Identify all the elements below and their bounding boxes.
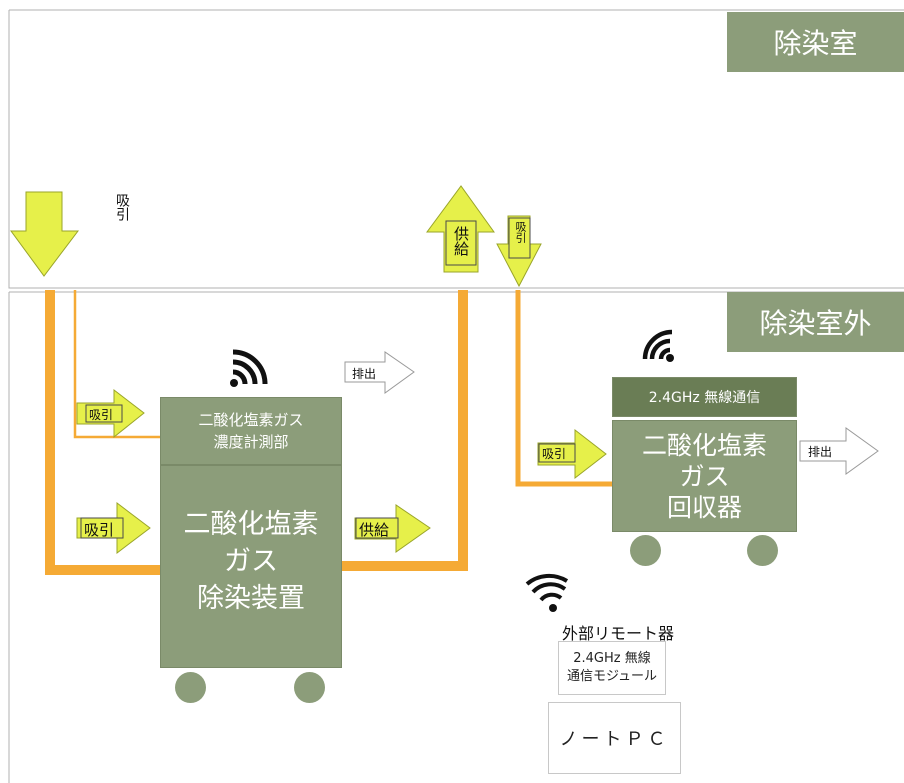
laptop-pc-label: ノートＰＣ — [559, 729, 670, 750]
suction-label: 吸引 — [514, 221, 527, 243]
decon-device-box: 二酸化塩素 ガス 除染装置 — [160, 465, 342, 668]
suction-label: 吸引 — [84, 521, 115, 539]
gas-meter-box: 二酸化塩素ガス 濃度計測部 — [160, 397, 342, 465]
wheel — [630, 535, 661, 566]
remote-title: 外部リモート器 — [562, 624, 675, 643]
gas-meter-line1: 二酸化塩素ガス — [198, 411, 304, 429]
remote-module-box: 2.4GHz 無線 通信モジュール — [558, 641, 666, 695]
suction-label: 吸引 — [542, 447, 567, 461]
wheel — [747, 535, 778, 566]
arrow-right-icon — [344, 351, 415, 394]
pipe-thin-left — [73, 290, 160, 439]
pipe-supply-right — [340, 290, 468, 571]
gas-meter-line2: 濃度計測部 — [213, 433, 289, 451]
suction-label: 吸引 — [114, 193, 130, 221]
wheel — [294, 672, 325, 703]
recovery-header: 2.4GHz 無線通信 — [612, 377, 797, 417]
room-label-inside: 除染室 — [727, 12, 904, 72]
supply-label: 供給 — [359, 521, 390, 539]
suction-label: 吸引 — [89, 408, 114, 422]
laptop-pc-box: ノートＰＣ — [548, 702, 681, 774]
recovery-line3: 回収器 — [666, 492, 742, 522]
inside-room-outline — [8, 9, 904, 289]
recovery-box: 二酸化塩素 ガス 回収器 — [612, 420, 797, 532]
flow-label-backgrounds — [80, 217, 576, 539]
exhaust-label: 排出 — [808, 445, 833, 459]
recovery-line1: 二酸化塩素 — [641, 430, 767, 460]
remote-module-line2: 通信モジュール — [566, 669, 658, 684]
recovery-line2: ガス — [679, 461, 730, 491]
pipe-recovery — [515, 290, 614, 487]
wifi-icon — [230, 349, 268, 387]
pipes — [45, 290, 614, 575]
wifi-icon — [525, 573, 569, 612]
exhaust-label: 排出 — [352, 367, 377, 381]
wifi-icon — [642, 329, 674, 362]
room-label-outside: 除染室外 — [727, 292, 904, 352]
arrow-right-icon — [799, 427, 879, 475]
decon-device-line1: 二酸化塩素 — [183, 509, 319, 540]
wheel — [175, 672, 206, 703]
supply-label: 供給 — [452, 226, 470, 256]
decon-device-line2: ガス — [224, 546, 278, 577]
decon-device-line3: 除染装置 — [197, 583, 305, 614]
remote-module-line1: 2.4GHz 無線 — [573, 651, 651, 666]
pipe-main-left — [45, 290, 162, 575]
recovery-header-text: 2.4GHz 無線通信 — [648, 390, 761, 406]
arrow-down-icon — [10, 191, 80, 277]
